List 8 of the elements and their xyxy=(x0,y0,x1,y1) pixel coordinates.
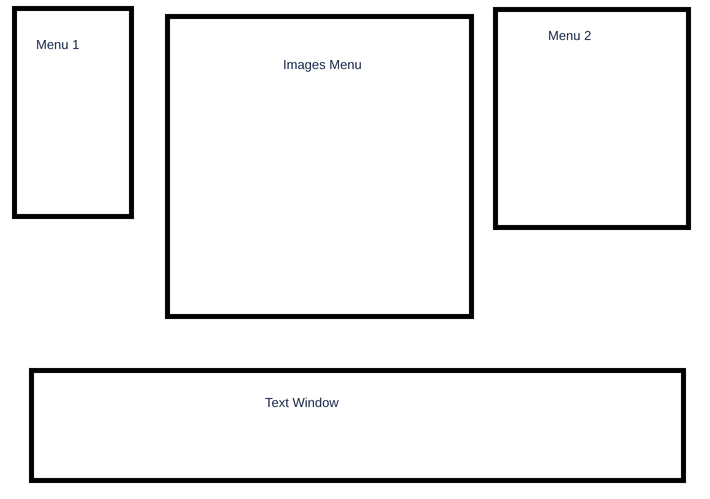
panel-title: Images Menu xyxy=(283,57,362,72)
panel-title: Menu 2 xyxy=(548,28,592,43)
panel-box xyxy=(29,368,686,483)
panel-box xyxy=(493,7,691,230)
panel-box xyxy=(12,6,134,219)
panel-box xyxy=(165,14,474,319)
panel-title: Text Window xyxy=(265,395,339,410)
panel-title: Menu 1 xyxy=(36,37,80,52)
